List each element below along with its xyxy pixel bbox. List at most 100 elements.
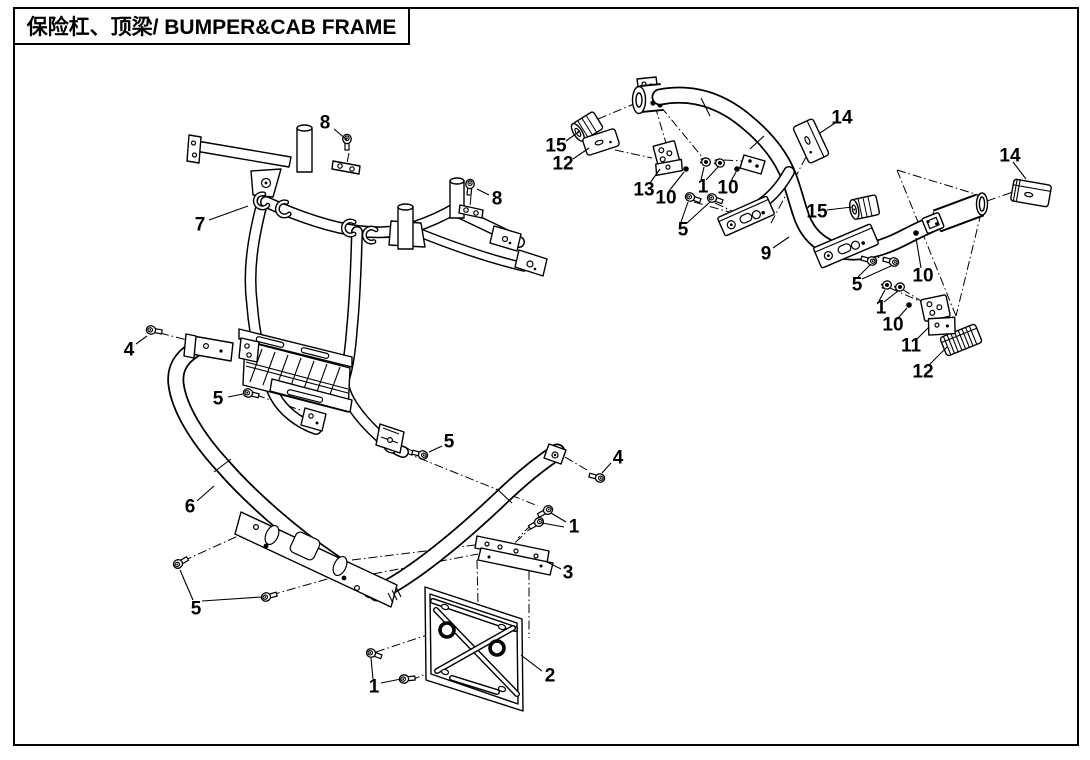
- leader-line-4: [135, 335, 148, 345]
- part-15-rubber-bushing: [847, 194, 881, 221]
- part-3-mounting-bracket: [474, 535, 554, 576]
- part-11-bracket: [920, 294, 956, 336]
- callout-7: 7: [195, 215, 206, 236]
- bolt-1: [398, 673, 416, 685]
- bolt-8: [464, 178, 476, 196]
- leader-line-5: [861, 265, 892, 280]
- part-13-bracket: [652, 140, 683, 177]
- bolt-1: [364, 646, 384, 662]
- screw-10: [906, 302, 912, 308]
- leader-line-5: [179, 569, 194, 601]
- screw-10: [913, 230, 919, 236]
- leader-line-5: [686, 201, 711, 224]
- callout-5: 5: [852, 275, 863, 296]
- callout-10: 10: [655, 188, 676, 209]
- leader-line-10: [730, 171, 737, 182]
- bolt-5: [259, 589, 279, 603]
- callout-4: 4: [124, 340, 135, 361]
- bolt-4: [587, 470, 607, 484]
- bolt-1: [535, 503, 555, 520]
- callout-10: 10: [912, 266, 933, 287]
- part-9-rear-cab-tube: [568, 76, 1052, 357]
- leader-line-12: [928, 346, 948, 366]
- callout-14: 14: [831, 108, 853, 129]
- leader-line-1: [705, 166, 719, 181]
- callout-11: 11: [901, 336, 922, 357]
- callout-10: 10: [717, 178, 738, 199]
- bolt-5: [881, 254, 901, 268]
- leader-line-10: [668, 171, 685, 192]
- leader-line-3: [544, 560, 562, 570]
- bolt-8: [342, 133, 352, 151]
- bolt-5: [171, 554, 191, 571]
- leader-line-14: [1012, 161, 1027, 180]
- leader-line-5: [201, 596, 262, 602]
- callout-6: 6: [185, 497, 196, 518]
- title-box: 保险杠、顶梁/ BUMPER&CAB FRAME: [13, 7, 410, 45]
- screw-10: [683, 166, 689, 172]
- leader-line-5: [428, 445, 443, 453]
- part-2-license-plate-bracket: [424, 586, 524, 712]
- leader-line-12: [572, 147, 590, 160]
- callout-15: 15: [806, 202, 828, 223]
- callout-5: 5: [213, 389, 224, 410]
- callout-12: 12: [912, 362, 933, 383]
- callout-5: 5: [678, 220, 689, 241]
- leader-line-5: [227, 393, 244, 398]
- screw-10: [734, 166, 740, 172]
- part-14-reflector: [1010, 178, 1052, 208]
- leader-line-15: [565, 130, 581, 142]
- leader-line-1: [370, 657, 374, 680]
- leader-line-1: [883, 290, 899, 303]
- callout-9: 9: [761, 244, 772, 265]
- leader-line-14: [819, 122, 836, 134]
- nut-1: [698, 155, 712, 168]
- callout-4: 4: [613, 448, 624, 469]
- leader-line-15: [826, 206, 853, 211]
- leader-line-6: [196, 485, 215, 502]
- callout-1: 1: [369, 677, 380, 698]
- callout-8: 8: [492, 189, 503, 210]
- callout-5: 5: [191, 599, 202, 620]
- bolt-5: [410, 447, 430, 461]
- leader-line-11: [916, 326, 930, 340]
- page-title: 保险杠、顶梁/ BUMPER&CAB FRAME: [26, 16, 397, 39]
- callout-10: 10: [882, 315, 903, 336]
- part-12-reflector: [939, 323, 983, 357]
- nut-1: [712, 156, 726, 169]
- leader-line-10: [915, 237, 922, 269]
- leader-line-4: [601, 462, 612, 474]
- bolt-5: [241, 387, 261, 401]
- callout-1: 1: [876, 298, 887, 319]
- bolt-4: [145, 324, 164, 337]
- callout-14: 14: [999, 146, 1021, 167]
- leader-line-2: [520, 654, 543, 672]
- leader-line-1: [541, 522, 565, 528]
- callout-2: 2: [545, 666, 556, 687]
- leader-line-1: [700, 166, 705, 181]
- leader-line-5: [680, 201, 689, 223]
- leader-line-10: [897, 307, 908, 319]
- callout-1: 1: [698, 177, 709, 198]
- callout-1: 1: [569, 517, 580, 538]
- callout-15: 15: [545, 136, 567, 157]
- leader-line-9: [772, 236, 790, 249]
- leader-line-1: [878, 289, 886, 302]
- callout-8: 8: [320, 113, 331, 134]
- diagram-border: [13, 7, 1079, 746]
- leader-line-8: [333, 128, 348, 141]
- part-6-front-bumper: [167, 333, 567, 608]
- leader-line-8: [476, 188, 490, 196]
- callout-13: 13: [633, 180, 654, 201]
- part-14-reflector: [792, 118, 830, 164]
- leader-line-1: [380, 678, 402, 684]
- nut-1: [879, 279, 893, 292]
- callout-3: 3: [563, 563, 574, 584]
- fasteners: [145, 133, 919, 685]
- leader-line-1: [550, 512, 567, 523]
- leader-line-5: [857, 264, 871, 278]
- callout-12: 12: [552, 154, 573, 175]
